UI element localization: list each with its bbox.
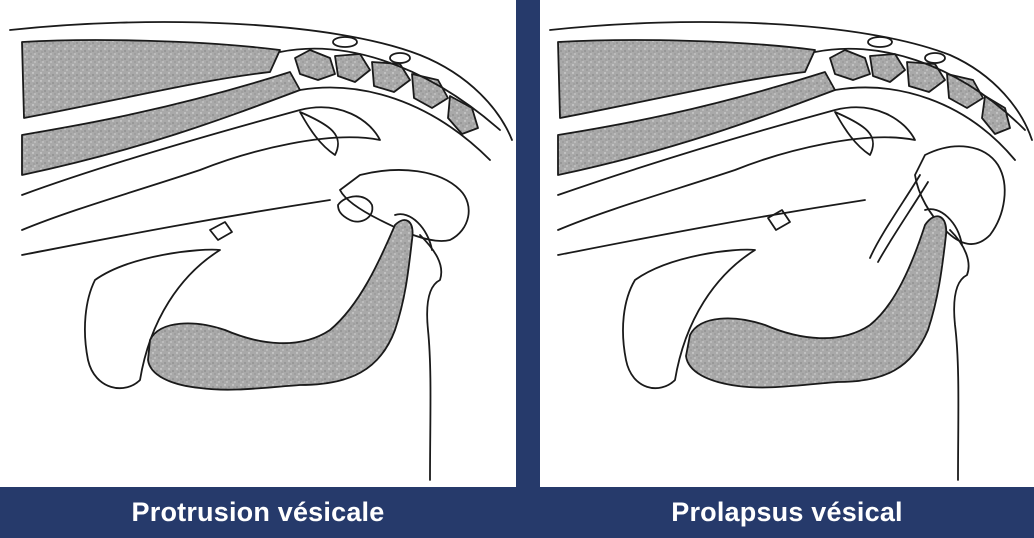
panel-bladder-protrusion [0,0,516,487]
panel-bladder-prolapse [540,0,1034,487]
anatomy-diagram-left [0,0,516,487]
caption-right: Prolapsus vésical [540,487,1034,538]
cervix-loop [338,196,372,221]
panel-divider [516,0,540,538]
colon-loop [835,112,873,155]
caption-left: Protrusion vésicale [0,487,516,538]
pelvic-floor-line [22,200,330,255]
vertebral-process [333,37,357,47]
vertebrae-chain [830,50,1010,134]
vertebral-process [868,37,892,47]
vaginal-wall [950,230,969,480]
bladder [148,220,413,390]
caption-bar-left: Protrusion vésicale [0,487,516,538]
anatomy-diagram-right [540,0,1034,487]
colon-loop [300,112,338,155]
bladder [686,216,946,387]
caption-bar-right: Prolapsus vésical [540,487,1034,538]
vertebral-process [390,53,410,63]
vertebral-process [925,53,945,63]
urethra-valve [210,222,232,240]
vaginal-wall [420,235,441,480]
pelvic-floor-line [558,200,865,255]
